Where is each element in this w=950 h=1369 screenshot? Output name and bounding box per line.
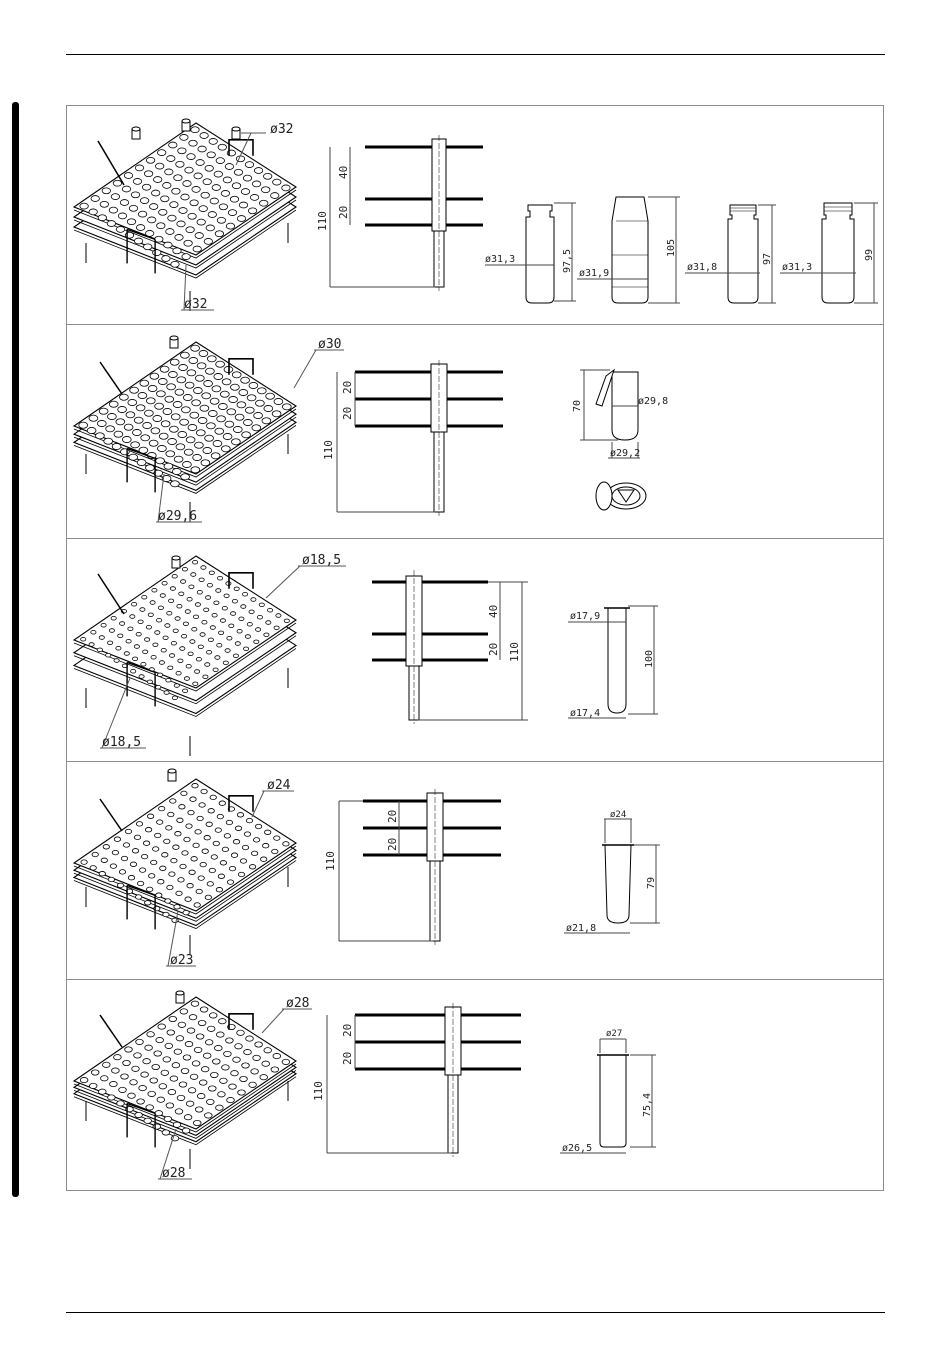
rack-5-holes-bottom: ø28 xyxy=(162,1166,185,1181)
pin-drawing-5: 110 20 20 xyxy=(315,979,535,1191)
rack-4-holes-top: ø24 xyxy=(267,778,291,793)
rack-plates xyxy=(74,991,296,1169)
vessel-4-height: 79 xyxy=(646,877,657,889)
pin-drawing-4: 110 20 20 xyxy=(315,761,515,979)
rack-drawing-1: ø32 ø32 xyxy=(66,105,326,324)
rack-1-holes-top: ø32 xyxy=(270,122,293,137)
rack-2-holes-bottom: ø29,6 xyxy=(158,509,197,524)
vessel-3-height: 97 xyxy=(762,253,773,265)
rack-drawing-2: ø30 ø29,6 xyxy=(66,324,326,538)
pin-4-gap-upper: 20 xyxy=(386,810,399,823)
vessel-2-diameter: ø31,9 xyxy=(579,268,609,279)
vessel-4-height: 99 xyxy=(864,249,875,261)
rack-3-holes-top: ø18,5 xyxy=(302,553,341,568)
vessel-2-height: 105 xyxy=(666,239,677,257)
vessel-5-height: 75,4 xyxy=(642,1093,653,1117)
vessel-1-diameter: ø31,3 xyxy=(485,254,515,265)
rack-plates xyxy=(74,336,296,522)
vessel-4-bottom-diameter: ø21,8 xyxy=(566,923,596,934)
pin-drawing-3: 110 40 20 xyxy=(360,538,540,761)
pin-2-gap-lower: 20 xyxy=(341,407,354,420)
pin-drawing-2: 110 20 20 xyxy=(315,324,515,538)
vessel-2-bottom-diameter: ø29,2 xyxy=(610,448,640,459)
vessel-3-diameter: ø31,8 xyxy=(687,262,717,273)
pin-1-gap-upper: 40 xyxy=(337,166,350,179)
rack-5-holes-top: ø28 xyxy=(286,996,309,1011)
vessel-2-height: 70 xyxy=(572,400,583,412)
pin-1-gap-lower: 20 xyxy=(337,206,350,219)
vessel-drawing-5: ø27 75,4 ø26,5 xyxy=(560,979,700,1191)
vessel-3-bottom-diameter: ø17,4 xyxy=(570,708,600,719)
rack-plates xyxy=(74,769,296,955)
header-rule xyxy=(66,54,885,55)
rack-drawing-4: ø24 ø23 xyxy=(66,761,326,979)
pin-5-total: 110 xyxy=(312,1081,325,1101)
vessel-drawing-4: ø24 79 ø21,8 xyxy=(560,761,700,979)
vessel-drawing-3: ø17,9 100 ø17,4 xyxy=(560,538,700,761)
vessel-4-top-diameter: ø24 xyxy=(610,810,626,820)
vessel-3-top-diameter: ø17,9 xyxy=(570,611,600,622)
vessel-5-top-diameter: ø27 xyxy=(606,1029,622,1039)
rack-1-holes-bottom: ø32 xyxy=(184,297,207,312)
pin-5-gap-upper: 20 xyxy=(341,1024,354,1037)
pin-3-gap-upper: 40 xyxy=(487,605,500,618)
pin-4-total: 110 xyxy=(324,851,337,871)
rack-drawing-5: ø28 ø28 xyxy=(66,979,326,1191)
vessel-2-top-diameter: ø29,8 xyxy=(638,396,668,407)
vessel-3-height: 100 xyxy=(644,650,655,668)
pin-1-total: 110 xyxy=(316,211,329,231)
vessel-drawing-2: 70 ø29,8 ø29,2 xyxy=(560,324,700,538)
pin-2-gap-upper: 20 xyxy=(341,381,354,394)
vessel-5-bottom-diameter: ø26,5 xyxy=(562,1143,592,1154)
pin-5-gap-lower: 20 xyxy=(341,1052,354,1065)
pin-3-gap-lower: 20 xyxy=(487,643,500,656)
pin-4-gap-lower: 20 xyxy=(386,838,399,851)
rack-drawing-3: ø18,5 ø18,5 xyxy=(66,538,356,761)
pin-2-total: 110 xyxy=(322,440,335,460)
rack-plates xyxy=(74,556,296,756)
vessel-4-diameter: ø31,3 xyxy=(782,262,812,273)
rack-4-holes-bottom: ø23 xyxy=(170,953,193,968)
vessels-drawing-1: ø31,3 97,5 ø31,9 105 ø31,8 97 ø31,3 99 xyxy=(480,105,884,324)
pin-drawing-1: 110 40 20 xyxy=(315,105,495,324)
sidebar-bar xyxy=(12,102,19,1197)
pin-3-total: 110 xyxy=(508,642,521,662)
vessel-1-height: 97,5 xyxy=(562,249,573,273)
rack-3-holes-bottom: ø18,5 xyxy=(102,735,141,750)
footer-rule xyxy=(66,1312,885,1313)
